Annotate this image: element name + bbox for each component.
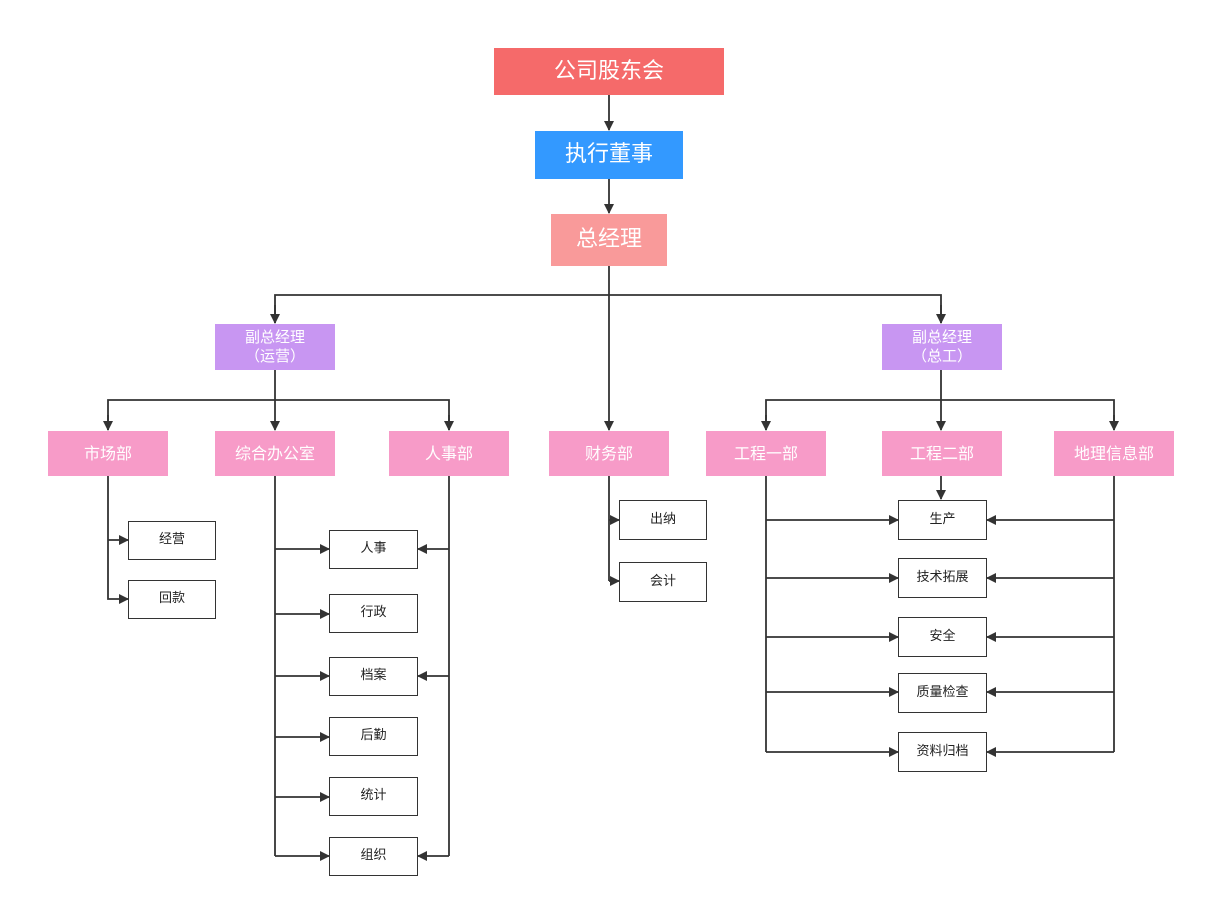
- dept-office: 综合办公室: [215, 431, 335, 476]
- dept-market-label: 市场部: [83, 443, 132, 463]
- vp-engineering-title: 副总经理: [911, 328, 972, 347]
- general-manager-label: 总经理: [575, 227, 642, 253]
- task-label: 生产: [929, 511, 956, 527]
- dept-finance-label: 财务部: [584, 443, 633, 463]
- task-market-1: 回款: [128, 580, 216, 619]
- task-label: 档案: [360, 668, 387, 684]
- task-finance-1: 会计: [619, 562, 707, 602]
- shareholders-label: 公司股东会: [553, 58, 664, 84]
- vp-engineering-subtitle: （总工）: [911, 347, 972, 365]
- dept-finance: 财务部: [549, 431, 669, 476]
- task-label: 后勤: [360, 728, 387, 744]
- vp-operations-subtitle: （运营）: [244, 347, 305, 365]
- vp-operations-node: 副总经理 （运营）: [215, 324, 335, 370]
- dept-eng2-label: 工程二部: [909, 443, 974, 463]
- task-label: 经营: [158, 532, 185, 548]
- director-label: 执行董事: [564, 142, 653, 168]
- dept-eng1-label: 工程一部: [733, 443, 798, 463]
- dept-market: 市场部: [48, 431, 168, 476]
- task-label: 人事: [360, 541, 387, 557]
- task-eng-2: 安全: [898, 617, 987, 657]
- dept-eng2: 工程二部: [882, 431, 1002, 476]
- task-label: 出纳: [649, 511, 676, 527]
- task-label: 资料归档: [916, 743, 969, 759]
- task-label: 安全: [929, 628, 956, 644]
- task-office-0: 人事: [329, 530, 418, 569]
- task-eng-1: 技术拓展: [898, 558, 987, 598]
- dept-hr-label: 人事部: [424, 443, 473, 463]
- task-office-1: 行政: [329, 594, 418, 633]
- task-office-2: 档案: [329, 657, 418, 696]
- shareholders-node: 公司股东会: [494, 48, 724, 95]
- general-manager-node: 总经理: [551, 214, 667, 266]
- task-office-4: 统计: [329, 777, 418, 816]
- director-node: 执行董事: [535, 131, 683, 179]
- dept-gis: 地理信息部: [1054, 431, 1174, 476]
- task-eng-3: 质量检查: [898, 673, 987, 713]
- dept-office-label: 综合办公室: [234, 443, 315, 463]
- dept-hr: 人事部: [389, 431, 509, 476]
- task-label: 组织: [360, 848, 387, 864]
- task-label: 回款: [158, 591, 185, 607]
- dept-gis-label: 地理信息部: [1073, 443, 1154, 463]
- task-label: 质量检查: [916, 684, 969, 700]
- task-eng-4: 资料归档: [898, 732, 987, 772]
- task-label: 会计: [649, 573, 676, 589]
- task-office-3: 后勤: [329, 717, 418, 756]
- task-market-0: 经营: [128, 521, 216, 560]
- task-eng-0: 生产: [898, 500, 987, 540]
- task-finance-0: 出纳: [619, 500, 707, 540]
- task-label: 行政: [360, 605, 387, 621]
- task-office-5: 组织: [329, 837, 418, 876]
- vp-engineering-node: 副总经理 （总工）: [882, 324, 1002, 370]
- vp-operations-title: 副总经理: [244, 328, 305, 347]
- task-label: 统计: [360, 788, 387, 804]
- dept-eng1: 工程一部: [706, 431, 826, 476]
- task-label: 技术拓展: [916, 569, 969, 585]
